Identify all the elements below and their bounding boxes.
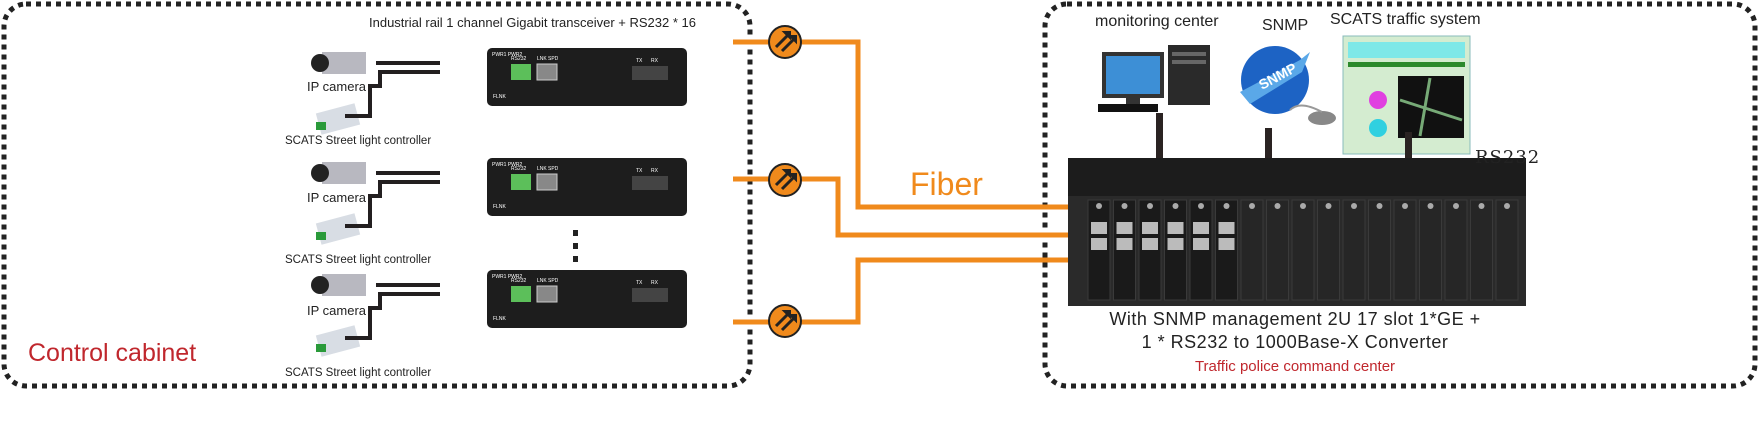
- snmp-label: SNMP: [1262, 17, 1309, 34]
- svg-text:RX: RX: [651, 168, 659, 174]
- svg-text:TX: TX: [636, 280, 643, 286]
- camera-label-3: IP camera: [307, 303, 367, 318]
- slot-17: [1495, 199, 1519, 301]
- slot-7: [1240, 199, 1264, 301]
- slot-6: [1215, 199, 1238, 301]
- slot-2: [1113, 199, 1136, 301]
- scats-screen-icon: [1342, 35, 1471, 155]
- svg-text:SPD: SPD: [548, 56, 559, 62]
- svg-text:PWR1 PWR2: PWR1 PWR2: [492, 52, 523, 58]
- monitoring-link: [1156, 113, 1163, 158]
- svg-text:FLNK: FLNK: [493, 94, 506, 100]
- snmp-link: [1265, 128, 1272, 158]
- fiber-converter-icon-3: [768, 304, 802, 338]
- svg-text:SPD: SPD: [548, 278, 559, 284]
- control-cabinet-label: Control cabinet: [28, 339, 197, 367]
- slot-16: [1470, 199, 1493, 301]
- camera-label-1: IP camera: [307, 79, 367, 94]
- monitoring-computer-icon: [1098, 45, 1210, 112]
- svg-text:PWR1 PWR2: PWR1 PWR2: [492, 162, 523, 168]
- controller-label-2: SCATS Street light controller: [285, 254, 432, 266]
- controller-label-1: SCATS Street light controller: [285, 135, 432, 147]
- street-light-controller-icon: [315, 213, 361, 245]
- camera-label-2: IP camera: [307, 190, 367, 205]
- svg-text:TX: TX: [636, 168, 643, 174]
- slot-12: [1368, 199, 1391, 301]
- chassis-2u-17-slot: [1068, 158, 1526, 306]
- chassis-description-1: With SNMP management 2U 17 slot 1*GE +: [1109, 309, 1481, 329]
- svg-text:SPD: SPD: [548, 166, 559, 172]
- controller-cable: [345, 70, 440, 118]
- slot-4: [1164, 199, 1187, 301]
- svg-text:LNK: LNK: [537, 278, 547, 284]
- fiber-label: Fiber: [910, 166, 983, 202]
- location-label: Traffic police command center: [1194, 358, 1396, 375]
- controller-cable: [345, 292, 440, 340]
- scats-link: [1405, 132, 1412, 160]
- svg-text:RS232: RS232: [511, 56, 527, 62]
- street-light-controller-icon: [315, 103, 361, 135]
- ip-camera-icon: [311, 52, 366, 74]
- slot-13: [1393, 199, 1417, 301]
- slot-1: [1087, 199, 1111, 301]
- ip-camera-icon: [311, 274, 366, 296]
- svg-text:FLNK: FLNK: [493, 316, 506, 322]
- control-cabinet-border: [1, 1, 753, 389]
- svg-text:TX: TX: [636, 58, 643, 64]
- monitoring-center-label: monitoring center: [1095, 13, 1219, 30]
- svg-text:RS232: RS232: [511, 278, 527, 284]
- slot-8: [1266, 199, 1289, 301]
- fiber-converter-icon-2: [768, 163, 802, 197]
- slot-15: [1444, 199, 1468, 301]
- slot-5: [1189, 199, 1213, 301]
- slot-10: [1317, 199, 1340, 301]
- rs232-label: RS232: [1475, 147, 1541, 168]
- slot-14: [1419, 199, 1442, 301]
- controller-label-3: SCATS Street light controller: [285, 367, 432, 379]
- svg-text:FLNK: FLNK: [493, 204, 506, 210]
- fiber-converter-icon-1: [768, 25, 802, 59]
- snmp-globe-icon: SNMP: [1240, 46, 1336, 125]
- svg-text:LNK: LNK: [537, 56, 547, 62]
- svg-text:LNK: LNK: [537, 166, 547, 172]
- slot-9: [1291, 199, 1315, 301]
- ip-camera-icon: [311, 162, 366, 184]
- command-center-border: [1042, 1, 1758, 389]
- continuation-dots: [573, 230, 578, 262]
- slot-11: [1342, 199, 1366, 301]
- controller-cable: [345, 180, 440, 228]
- svg-text:RX: RX: [651, 280, 659, 286]
- chassis-description-2: 1 * RS232 to 1000Base-X Converter: [1141, 332, 1449, 352]
- svg-text:PWR1 PWR2: PWR1 PWR2: [492, 274, 523, 280]
- svg-text:RS232: RS232: [511, 166, 527, 172]
- transceiver-title: Industrial rail 1 channel Gigabit transc…: [369, 15, 696, 30]
- svg-text:RX: RX: [651, 58, 659, 64]
- slot-3: [1138, 199, 1162, 301]
- scats-label: SCATS traffic system: [1330, 11, 1481, 28]
- street-light-controller-icon: [315, 325, 361, 357]
